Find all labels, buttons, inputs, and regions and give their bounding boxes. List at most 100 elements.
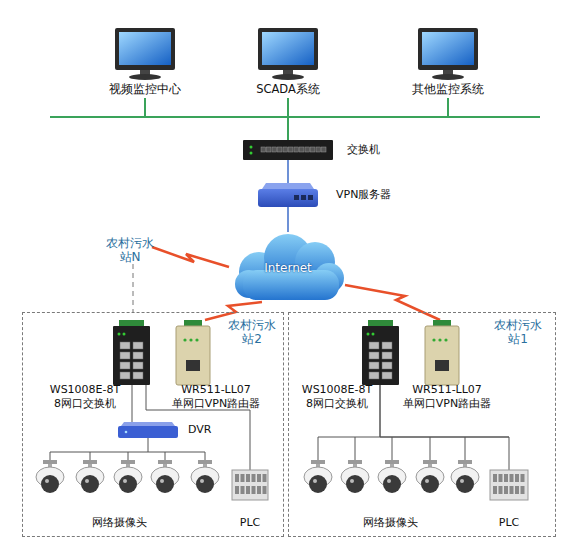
camera-mount — [121, 460, 135, 464]
switch-port — [133, 362, 143, 369]
dvr-icon — [118, 422, 178, 438]
camera-dome — [41, 475, 59, 493]
dome-highlight — [45, 479, 49, 483]
network-link — [132, 385, 133, 422]
industrial-switch: WS1008E-8T 8网口交换机 — [113, 320, 150, 385]
status-led — [125, 431, 128, 434]
status-led — [123, 333, 126, 336]
monitor-frame — [258, 28, 318, 70]
camera-dome — [196, 475, 214, 493]
dome-camera — [451, 460, 479, 493]
plc-module — [510, 474, 514, 482]
camera-dome — [346, 475, 364, 493]
status-led — [118, 333, 121, 336]
core-switch-label: 交换机 — [347, 143, 407, 157]
switch-port — [305, 147, 310, 152]
status-led — [183, 338, 186, 341]
vpn-server: VPN服务器 — [258, 183, 318, 207]
dome-camera — [378, 460, 406, 493]
cams-icon — [35, 452, 220, 505]
switch-port — [311, 147, 316, 152]
camera-dome — [383, 475, 401, 493]
camera-dome — [156, 475, 174, 493]
dome-camera — [416, 460, 444, 493]
dvr-box-label: DVR — [188, 423, 228, 437]
switch-port — [283, 147, 288, 152]
plc-module — [493, 474, 497, 482]
plc-module — [510, 486, 514, 494]
ethernet-port — [186, 360, 200, 371]
plc-body — [490, 470, 528, 500]
switch-port — [289, 147, 294, 152]
dome-camera — [36, 460, 64, 493]
switch-port — [322, 147, 327, 152]
camera-mount — [458, 460, 472, 464]
dome-highlight — [160, 479, 164, 483]
monitor-frame — [418, 28, 478, 70]
status-led — [432, 338, 435, 341]
server-port — [308, 195, 313, 200]
camera-mount — [423, 460, 437, 464]
rack-icon — [243, 140, 333, 160]
plc-module — [521, 486, 525, 494]
network-link — [148, 438, 149, 452]
monitor-frame — [115, 28, 175, 70]
industrial-switch: WS1008E-8T 8网口交换机 — [362, 320, 399, 385]
camera-dome — [456, 475, 474, 493]
status-led — [372, 333, 375, 336]
network-link — [288, 98, 448, 140]
switch-port — [133, 342, 143, 349]
plc-module — [263, 474, 267, 482]
switch-port — [294, 147, 299, 152]
dome-camera — [151, 460, 179, 493]
monitor-base — [432, 74, 464, 80]
dashed-leader — [133, 264, 134, 312]
terminal-block — [119, 320, 144, 327]
status-led — [250, 152, 253, 155]
dome-camera — [114, 460, 142, 493]
iswitch-icon — [362, 320, 399, 385]
monitor-screen — [262, 32, 314, 65]
switch-port — [382, 342, 392, 349]
dome-highlight — [85, 479, 89, 483]
dome-camera — [76, 460, 104, 493]
camera-mount — [198, 460, 212, 464]
plc-unit: PLC — [232, 470, 268, 500]
switch-port — [316, 147, 321, 152]
plc-module — [521, 474, 525, 482]
camera-mount — [311, 460, 325, 464]
wireless-link — [205, 302, 262, 320]
monitor-base — [272, 74, 304, 80]
switch-port — [120, 372, 130, 379]
server-top — [262, 183, 314, 189]
network-link — [145, 98, 288, 140]
vpn-server-label: VPN服务器 — [336, 188, 426, 202]
switch-port — [369, 342, 379, 349]
switch-port — [369, 352, 379, 359]
industrial-switch-label: WS1008E-8T 8网口交换机 — [45, 383, 125, 411]
camera-dome — [119, 475, 137, 493]
camera-bus — [50, 452, 205, 460]
switch-port — [133, 352, 143, 359]
site-box-label: 农村污水站1 — [492, 318, 544, 346]
camera-group: 网络摄像头 — [300, 437, 480, 505]
site-box: 农村污水站2WS1008E-8T 8网口交换机WR511-LL07 单网口VPN… — [22, 312, 284, 537]
switch-port — [120, 362, 130, 369]
plc-module — [257, 486, 261, 494]
plc-module — [252, 486, 256, 494]
switch-port — [300, 147, 305, 152]
plc-body — [232, 470, 268, 500]
plc-module — [241, 486, 245, 494]
status-led — [195, 338, 198, 341]
dome-highlight — [425, 479, 429, 483]
plc-module — [246, 486, 250, 494]
dome-camera — [304, 460, 332, 493]
camera-group: 网络摄像头 — [35, 452, 220, 505]
wireless-bolt — [152, 247, 229, 267]
plc-unit: PLC — [490, 470, 528, 500]
core-switch: 交换机 — [243, 140, 333, 160]
monitor-node-label: SCADA系统 — [238, 82, 338, 96]
dome-highlight — [350, 479, 354, 483]
server-port — [294, 195, 299, 200]
